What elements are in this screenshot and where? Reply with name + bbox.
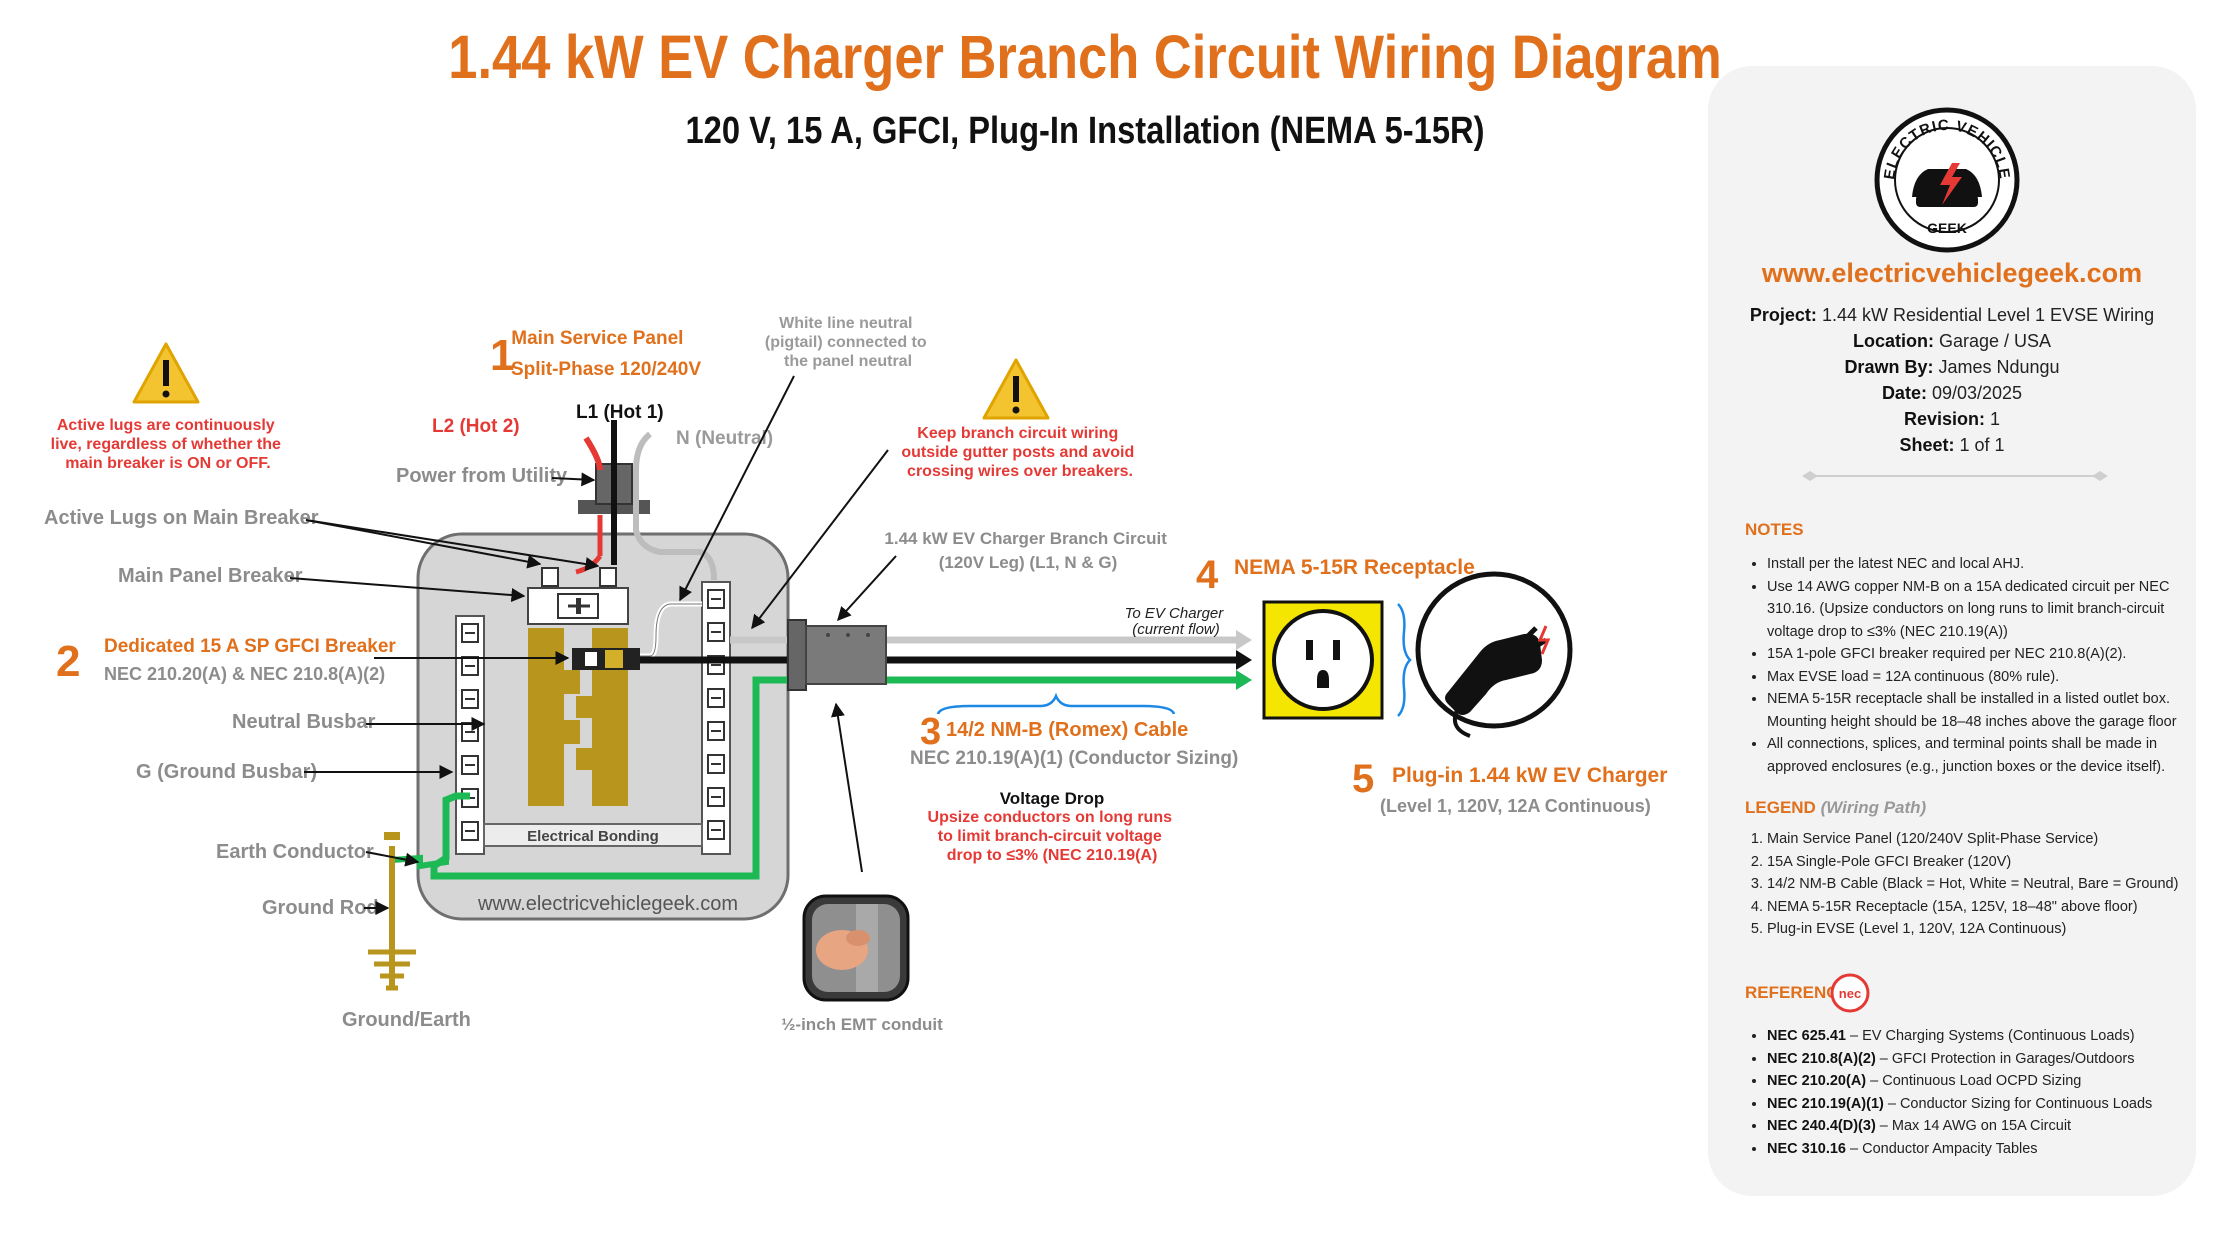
step-3-number: 3 — [920, 711, 941, 753]
step-4-number: 4 — [1196, 553, 1219, 597]
electric-vehicle-geek-logo: ELECTRIC VEHICLE GEEK — [1874, 107, 2020, 253]
nema-5-15r-receptacle — [1262, 600, 1384, 720]
l1-label: L1 (Hot 1) — [576, 402, 664, 423]
step-1-label: Main Service Panel Split-Phase 120/240V — [511, 328, 701, 380]
list-item: NEC 210.20(A) – Continuous Load OCPD Siz… — [1767, 1070, 2207, 1093]
list-item: Plug-in EVSE (Level 1, 120V, 12A Continu… — [1767, 918, 2207, 941]
cable-connector — [787, 619, 807, 691]
meta-row: Sheet: 1 of 1 — [1899, 435, 2005, 455]
list-item: NEC 210.8(A)(2) – GFCI Protection in Gar… — [1767, 1048, 2207, 1071]
svg-text:nec: nec — [1839, 986, 1861, 1001]
voltage-drop-title: Voltage Drop — [1000, 789, 1105, 808]
list-item: NEC 210.19(A)(1) – Conductor Sizing for … — [1767, 1093, 2207, 1116]
emt-conduit-photo — [802, 894, 910, 1002]
ground-earth-symbol — [368, 949, 416, 991]
list-item: NEC 625.41 – EV Charging Systems (Contin… — [1767, 1025, 2207, 1048]
notes-list: Install per the latest NEC and local AHJ… — [1745, 553, 2207, 778]
step-2-code: NEC 210.20(A) & NEC 210.8(A)(2) — [104, 664, 385, 684]
warning-icon — [982, 358, 1050, 420]
l2-hot-wire — [583, 436, 603, 471]
sidebar-divider — [1802, 471, 2108, 481]
list-item: Max EVSE load = 12A continuous (80% rule… — [1767, 666, 2207, 689]
list-item: Install per the latest NEC and local AHJ… — [1767, 553, 2207, 576]
main-panel-breaker-label: Main Panel Breaker — [118, 565, 303, 587]
meta-row: Revision: 1 — [1903, 409, 2001, 429]
project-meta: Project: 1.44 kW Residential Level 1 EVS… — [1708, 302, 2196, 458]
step-3-label: 14/2 NM-B (Romex) Cable — [946, 719, 1188, 741]
step-1-number: 1 — [490, 331, 514, 380]
list-item: Main Service Panel (120/240V Split-Phase… — [1767, 828, 2207, 851]
active-lug-right — [599, 567, 617, 587]
meta-row: Location: Garage / USA — [1852, 331, 2052, 351]
ev-charger-plug-icon — [1415, 571, 1573, 738]
active-lug-left — [541, 567, 559, 587]
step-5-sub: (Level 1, 120V, 12A Continuous) — [1380, 796, 1651, 816]
list-item: All connections, splices, and terminal p… — [1767, 733, 2207, 778]
ground-busbar-label: G (Ground Busbar) — [136, 761, 317, 783]
step-2-label: Dedicated 15 A SP GFCI Breaker — [104, 636, 396, 657]
electrical-bonding-strap — [483, 823, 703, 847]
panel-website: www.electricvehiclegeek.com — [477, 893, 738, 915]
neutral-pigtail-note: White line neutral (pigtail) connected t… — [765, 315, 931, 370]
emt-conduit — [805, 625, 887, 685]
nec-logo-icon: nec — [1830, 973, 1870, 1013]
page-title: 1.44 kW EV Charger Branch Circuit Wiring… — [448, 23, 1722, 91]
list-item: NEMA 5-15R Receptacle (15A, 125V, 18–48"… — [1767, 896, 2207, 919]
legend-heading: LEGEND (Wiring Path) — [1745, 798, 1927, 817]
step-2-number: 2 — [56, 637, 80, 686]
list-item: NEMA 5-15R receptacle shall be installed… — [1767, 688, 2207, 733]
list-item: 15A Single-Pole GFCI Breaker (120V) — [1767, 851, 2207, 874]
neutral-label: N (Neutral) — [676, 428, 773, 449]
electrical-bonding-label: Electrical Bonding — [527, 828, 659, 845]
step-5-number: 5 — [1352, 757, 1374, 801]
power-from-utility-label: Power from Utility — [396, 465, 568, 487]
neutral-busbar — [701, 581, 731, 855]
list-item: NEC 310.16 – Conductor Ampacity Tables — [1767, 1138, 2207, 1161]
to-ev-charger-label: To EV Charger (current flow) — [1125, 605, 1228, 638]
ground-earth-label: Ground/Earth — [342, 1009, 471, 1031]
step-3-code: NEC 210.19(A)(1) (Conductor Sizing) — [910, 748, 1238, 769]
list-item: Use 14 AWG copper NM-B on a 15A dedicate… — [1767, 576, 2207, 644]
legend-list: Main Service Panel (120/240V Split-Phase… — [1745, 828, 2207, 941]
emt-conduit-label: ½-inch EMT conduit — [781, 1015, 943, 1034]
meta-row: Date: 09/03/2025 — [1881, 383, 2023, 403]
ground-rod-label: Ground Rod — [262, 897, 379, 919]
list-item: 15A 1-pole GFCI breaker required per NEC… — [1767, 643, 2207, 666]
list-item: 14/2 NM-B Cable (Black = Hot, White = Ne… — [1767, 873, 2207, 896]
page-subtitle: 120 V, 15 A, GFCI, Plug-In Installation … — [685, 110, 1485, 152]
warning-gutter-posts: Keep branch circuit wiring outside gutte… — [901, 425, 1138, 480]
references-list: NEC 625.41 – EV Charging Systems (Contin… — [1745, 1025, 2207, 1161]
l2-label: L2 (Hot 2) — [432, 416, 520, 437]
charger-brace — [1397, 603, 1412, 717]
wiring-diagram: Electrical Bonding Active lugs are conti… — [44, 315, 1667, 1034]
branch-circuit-label: 1.44 kW EV Charger Branch Circuit (120V … — [884, 529, 1171, 572]
meta-row: Drawn By: James Ndungu — [1844, 357, 2060, 377]
ground-busbar — [455, 615, 485, 855]
active-lugs-label: Active Lugs on Main Breaker — [44, 507, 319, 529]
info-sidebar — [1708, 66, 2196, 1196]
step-5-label: Plug-in 1.44 kW EV Charger — [1392, 764, 1667, 787]
svg-text:GEEK: GEEK — [1927, 220, 1967, 236]
notes-heading: NOTES — [1745, 520, 1804, 539]
warning-icon — [132, 342, 200, 404]
cable-brace — [936, 692, 1176, 715]
voltage-drop-text: Upsize conductors on long runs to limit … — [928, 809, 1177, 864]
neutral-busbar-label: Neutral Busbar — [232, 711, 376, 733]
earth-conductor-label: Earth Conductor — [216, 841, 374, 863]
meta-row: Project: 1.44 kW Residential Level 1 EVS… — [1749, 305, 2155, 325]
warning-live-lugs: Active lugs are continuously live, regar… — [51, 417, 286, 472]
list-item: NEC 240.4(D)(3) – Max 14 AWG on 15A Circ… — [1767, 1115, 2207, 1138]
service-neutral-wire — [633, 431, 717, 581]
step-4-label: NEMA 5-15R Receptacle — [1234, 556, 1475, 579]
sidebar-website[interactable]: www.electricvehiclegeek.com — [1761, 258, 2143, 288]
